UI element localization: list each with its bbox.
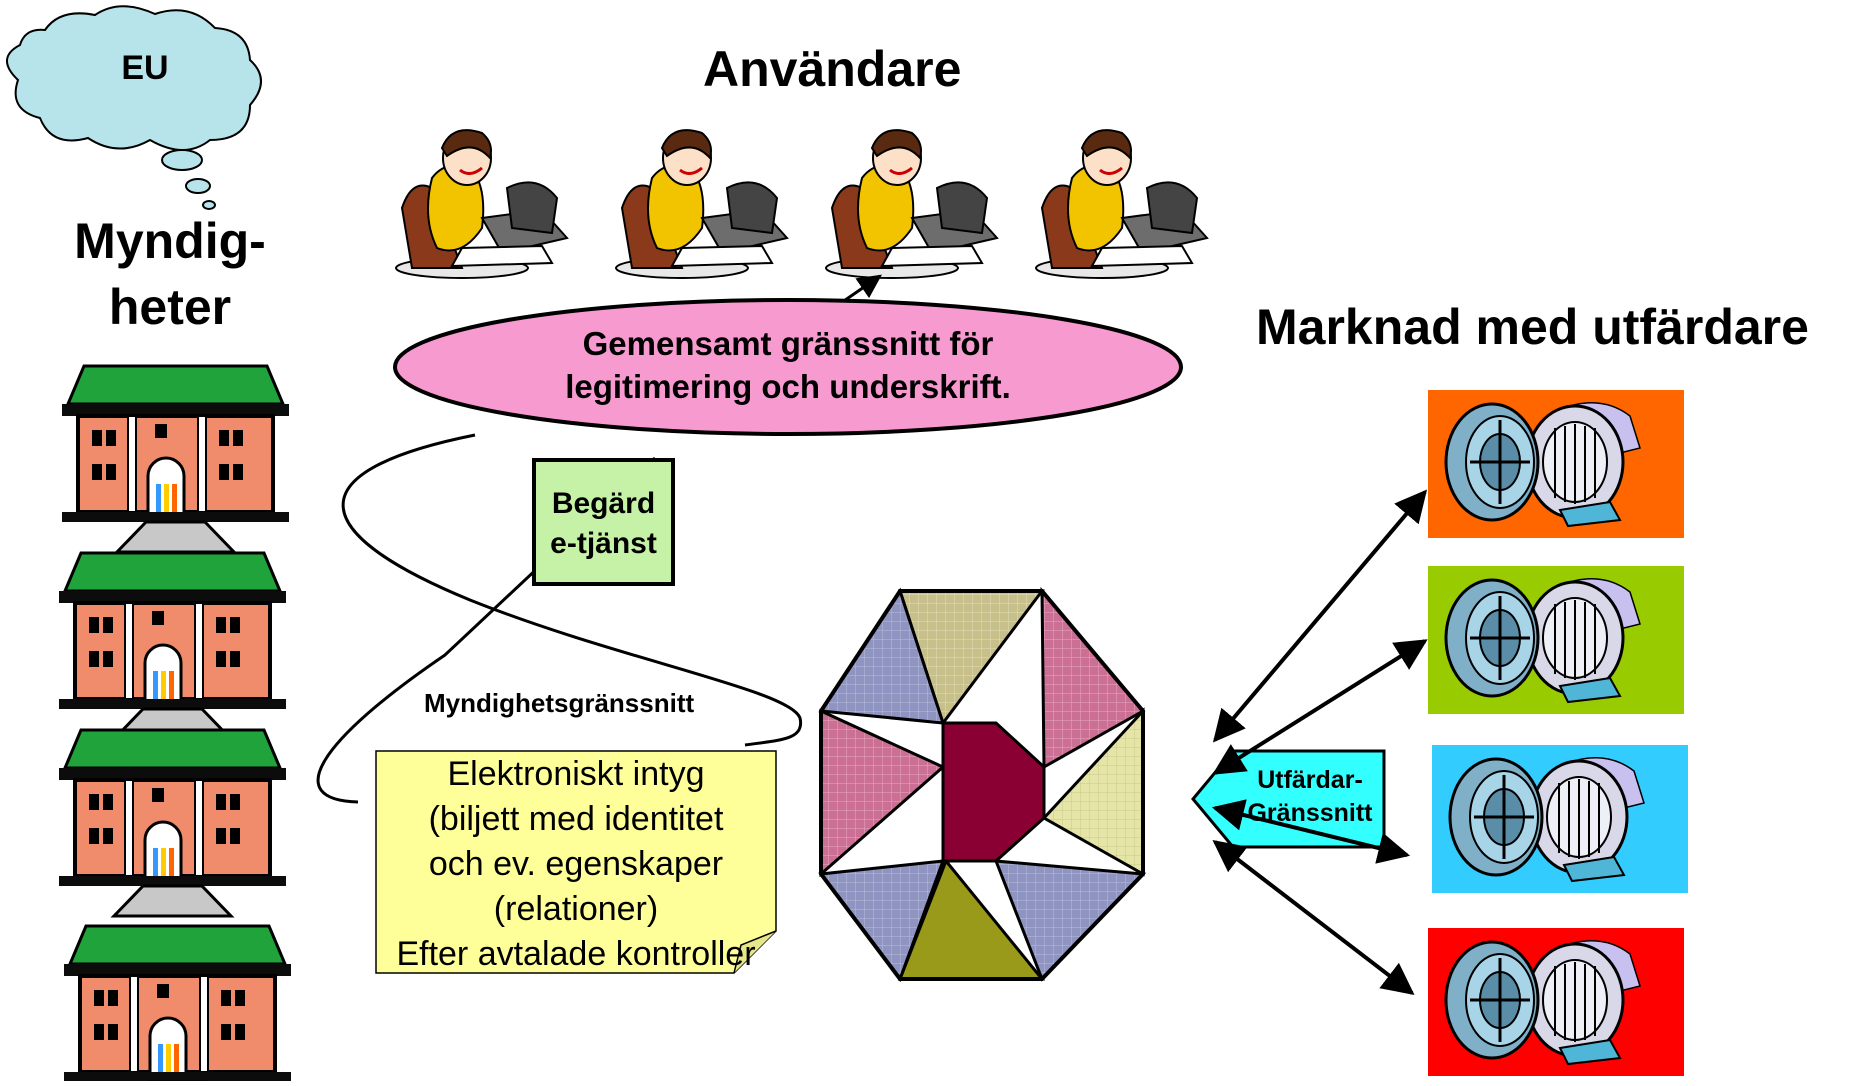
- certificate-note-line: (relationer): [493, 890, 659, 928]
- hub-octagon: [818, 586, 1147, 983]
- issuer-vault-icon: [1428, 928, 1684, 1076]
- issuer-vault-icon: [1428, 390, 1684, 538]
- user-person-icon: [394, 128, 569, 280]
- authority-interface-label: Myndighetsgränssnitt: [424, 688, 695, 718]
- certificate-note-line: och ev. egenskaper: [428, 845, 724, 883]
- common-interface-ellipse: [393, 298, 1183, 436]
- request-box-line1: Begärd: [551, 487, 656, 520]
- authority-building-icon: [57, 551, 288, 741]
- user-person-icon: [614, 128, 789, 280]
- authority-building-icon: [62, 924, 293, 1086]
- market-title: Marknad med utfärdare: [1256, 299, 1809, 355]
- authority-building-icon: [60, 364, 291, 554]
- common-interface-line1: Gemensamt gränssnitt för: [582, 325, 994, 362]
- certificate-note: [375, 750, 777, 974]
- certificate-note-line: Efter avtalade kontroller: [396, 935, 756, 973]
- user-person-icon: [1034, 128, 1209, 280]
- issuer-arrow: [1212, 840, 1415, 995]
- users-title: Användare: [703, 41, 962, 97]
- authority-building-icon: [57, 728, 288, 918]
- eu-label: EU: [121, 49, 169, 87]
- request-box-line2: e-tjänst: [550, 527, 657, 560]
- authorities-title-line2: heter: [108, 279, 232, 335]
- issuer-vault-icon: [1428, 566, 1684, 714]
- certificate-note-line: Elektroniskt intyg: [447, 755, 705, 793]
- issuer-arrow: [1212, 639, 1428, 775]
- certificate-note-text: Elektroniskt intyg (biljett med identite…: [376, 752, 776, 977]
- issuer-arrow: [1212, 489, 1428, 743]
- issuer-vault-icon: [1432, 745, 1688, 893]
- connector-loop: [316, 456, 657, 804]
- issuer-interface-line1: Utfärdar-: [1257, 766, 1363, 794]
- common-interface-line2: legitimering och underskrift.: [565, 368, 1011, 405]
- certificate-note-line: (biljett med identitet: [428, 800, 724, 838]
- issuer-interface-line2: Gränssnitt: [1247, 799, 1373, 827]
- user-person-icon: [824, 128, 999, 280]
- connector-loop: [341, 433, 803, 747]
- request-box: [532, 458, 675, 586]
- eu-thought-cloud: [6, 5, 262, 210]
- authorities-title-line1: Myndig-: [74, 213, 266, 269]
